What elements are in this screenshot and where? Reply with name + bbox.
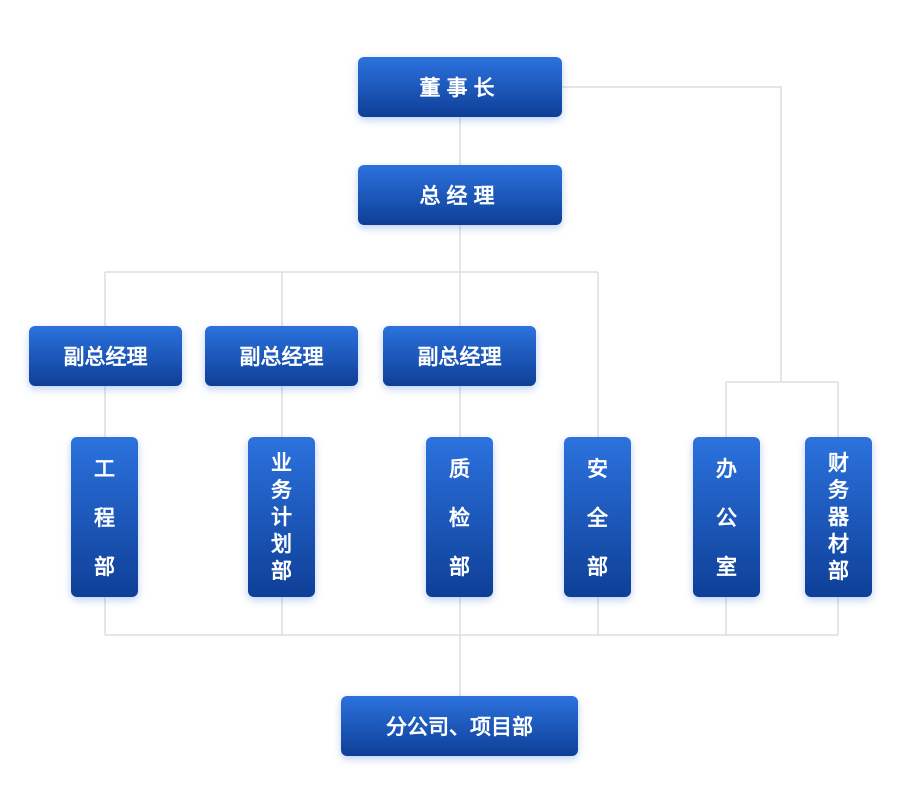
deputy-manager-box-3[interactable]: 副总经理 [383, 326, 536, 386]
chairman-label: 董事长 [419, 76, 501, 100]
office-dept-box[interactable]: 办 公 室 [693, 437, 760, 597]
dept-char: 检 [449, 506, 470, 530]
engineering-dept-box[interactable]: 工 程 部 [71, 437, 138, 597]
dept-char: 程 [94, 506, 115, 530]
line-chairman-office [562, 86, 839, 437]
deputy-manager-label: 副总经理 [239, 345, 324, 369]
dept-char: 务 [271, 477, 292, 502]
dept-char: 办 [716, 457, 737, 481]
deputy-manager-box-2[interactable]: 副总经理 [205, 326, 358, 386]
dept-char: 部 [828, 558, 849, 583]
dept-char: 器 [828, 504, 849, 529]
dept-char: 部 [449, 555, 470, 579]
dept-char: 部 [94, 555, 115, 579]
dept-char: 公 [716, 506, 737, 530]
general-manager-label: 总经理 [419, 184, 501, 208]
dept-char: 务 [828, 477, 849, 502]
line-gm-branch [104, 225, 599, 437]
dept-char: 计 [271, 504, 292, 529]
branches-box[interactable]: 分公司、项目部 [341, 696, 578, 756]
business-planning-dept-box[interactable]: 业 务 计 划 部 [248, 437, 315, 597]
dept-char: 业 [271, 450, 292, 475]
line-deputy-dept [104, 386, 461, 437]
dept-char: 全 [587, 506, 608, 530]
dept-char: 材 [828, 531, 849, 556]
dept-char: 划 [271, 531, 292, 556]
dept-char: 室 [716, 555, 737, 579]
general-manager-box[interactable]: 总经理 [358, 165, 562, 225]
chairman-box[interactable]: 董事长 [358, 57, 562, 117]
dept-char: 质 [449, 457, 470, 481]
dept-char: 安 [587, 457, 608, 481]
dept-char: 财 [828, 450, 849, 475]
branches-label: 分公司、项目部 [386, 715, 533, 739]
dept-char: 部 [271, 558, 292, 583]
deputy-manager-label: 副总经理 [63, 345, 148, 369]
line-dept-bottom [104, 597, 839, 696]
safety-dept-box[interactable]: 安 全 部 [564, 437, 631, 597]
quality-inspection-dept-box[interactable]: 质 检 部 [426, 437, 493, 597]
dept-char: 部 [587, 555, 608, 579]
deputy-manager-box-1[interactable]: 副总经理 [29, 326, 182, 386]
deputy-manager-label: 副总经理 [417, 345, 502, 369]
dept-char: 工 [94, 457, 115, 481]
finance-equipment-dept-box[interactable]: 财 务 器 材 部 [805, 437, 872, 597]
